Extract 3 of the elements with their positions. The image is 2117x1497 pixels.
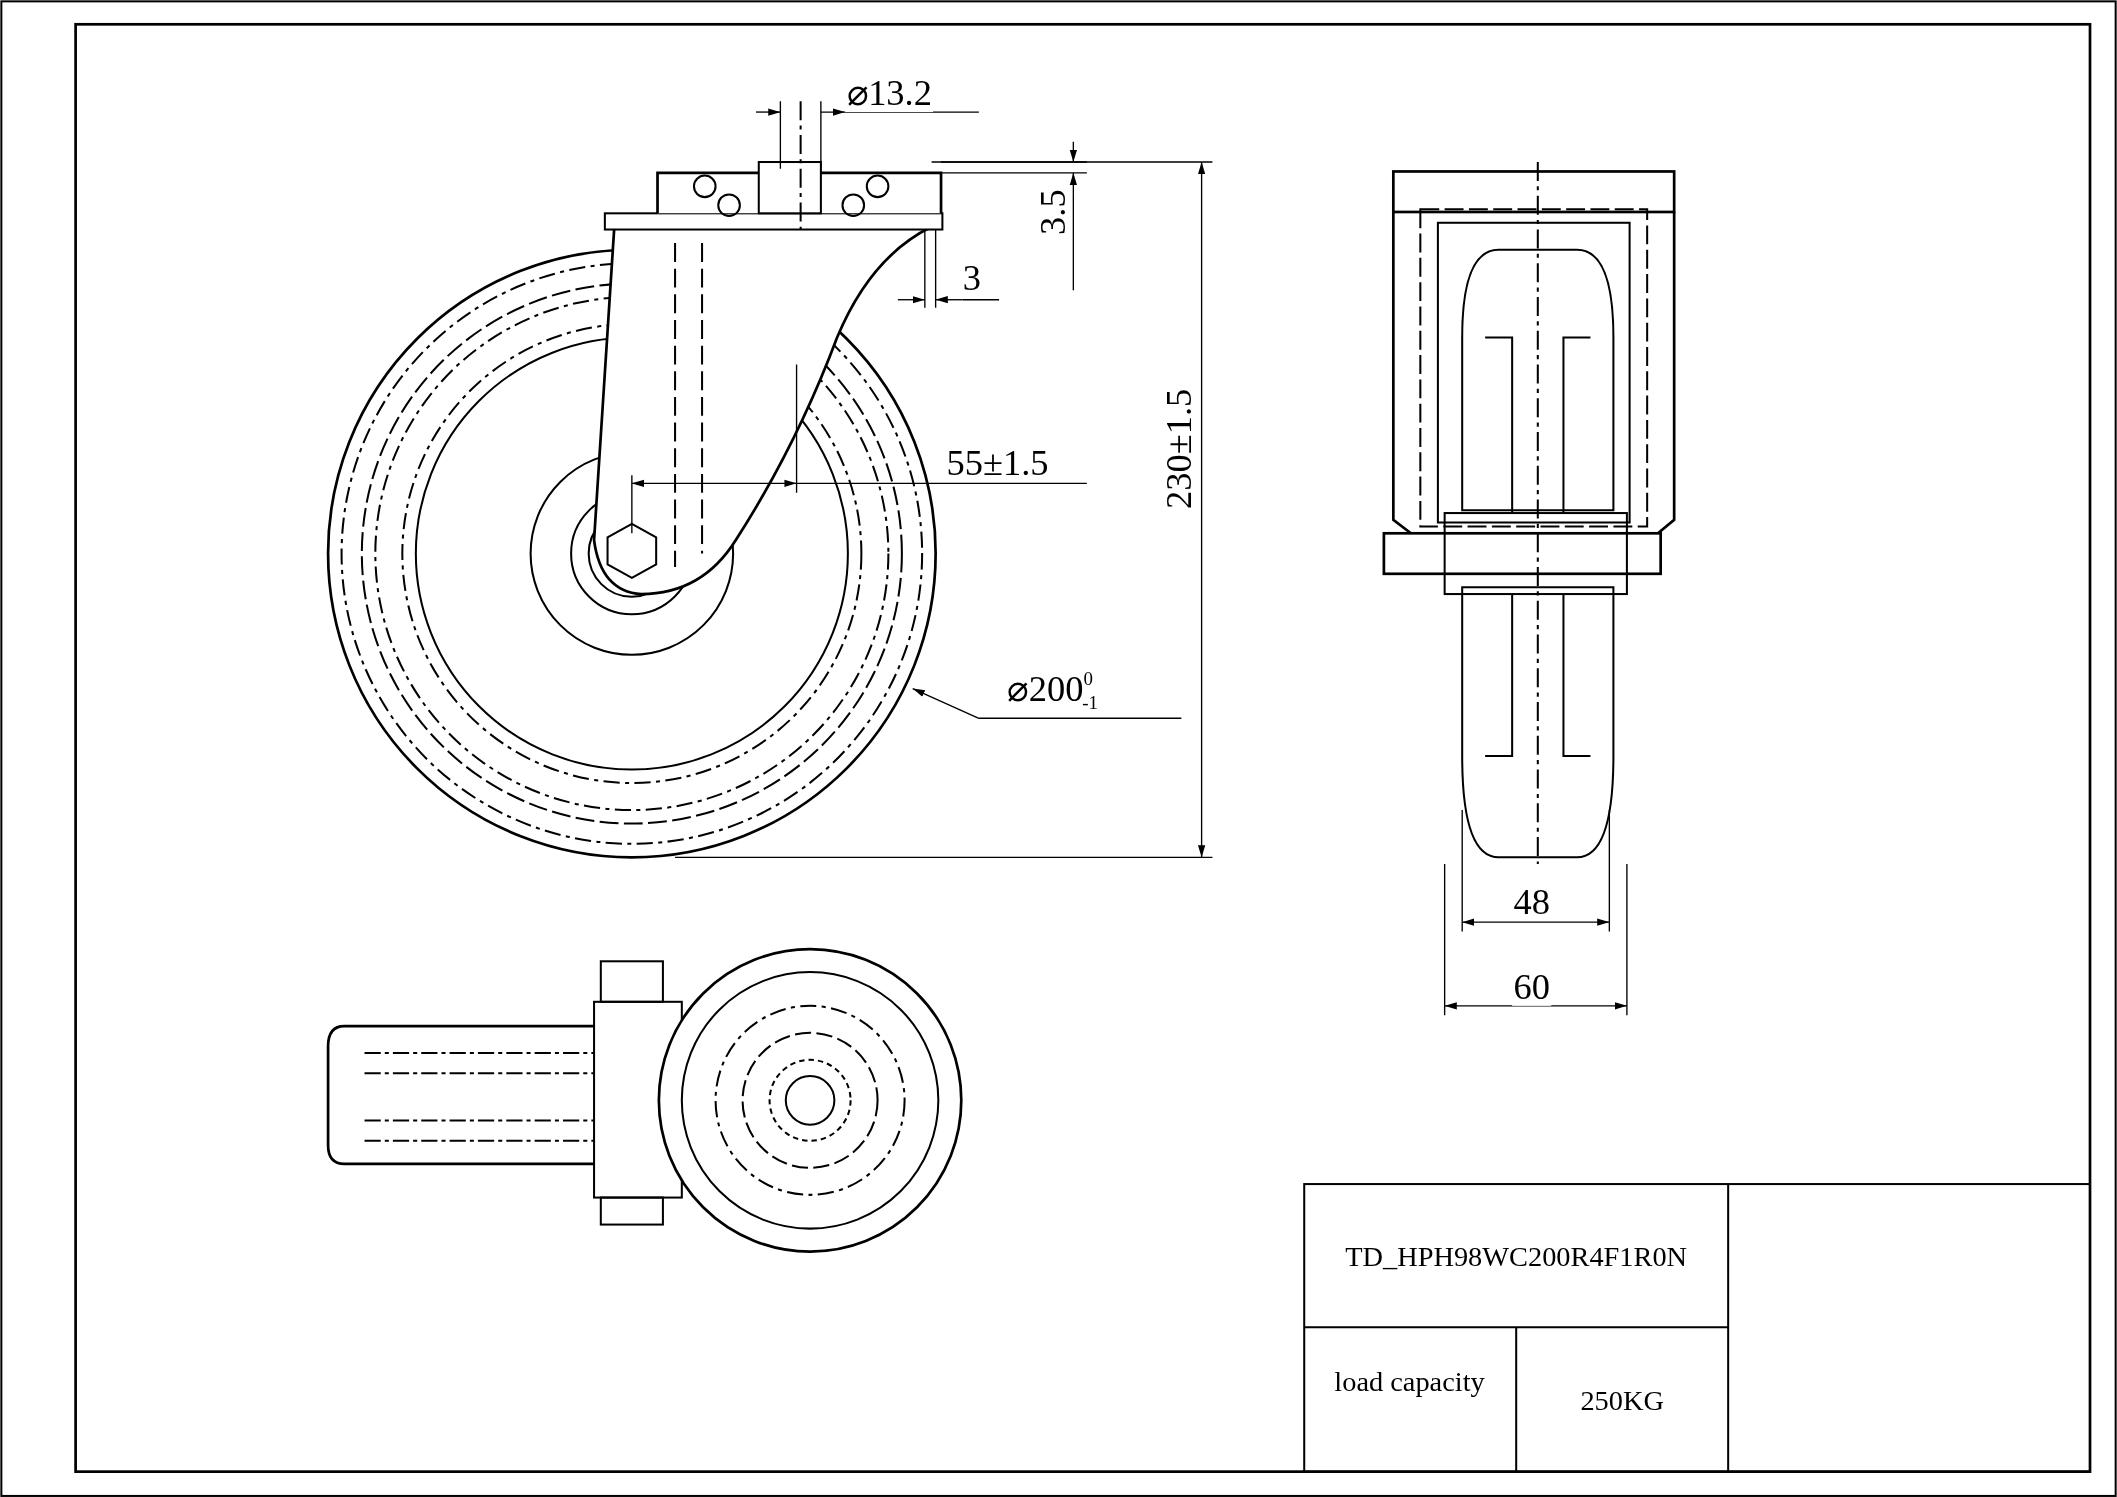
title-block-text: TD_HPH98WC200R4F1R0N bbox=[1344, 1239, 1689, 1276]
title-block-text: load capacity bbox=[1333, 1364, 1486, 1400]
title-block-text: 250KG bbox=[1579, 1382, 1665, 1419]
